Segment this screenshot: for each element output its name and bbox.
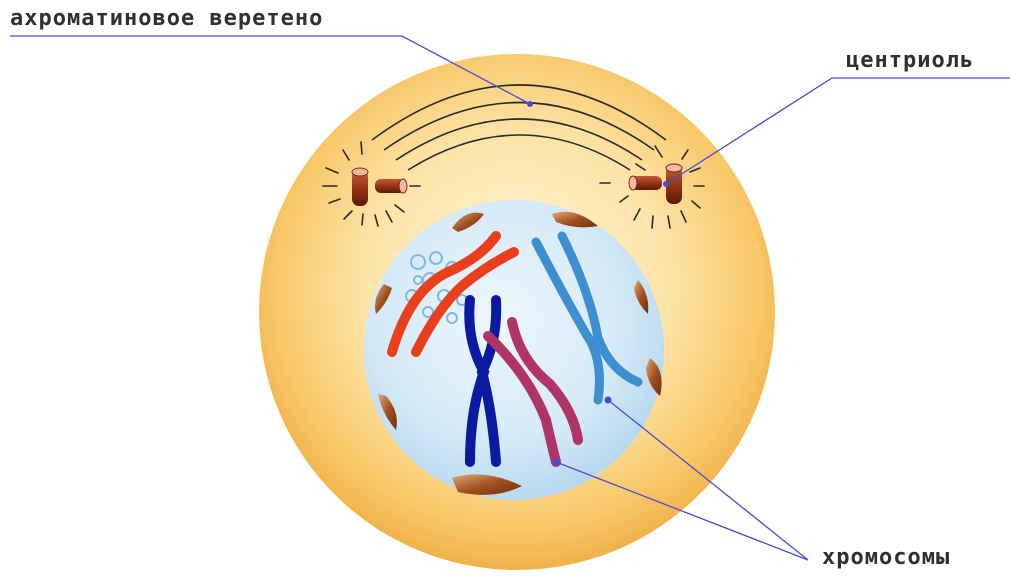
label-centriole: центриоль [846, 48, 974, 73]
label-spindle: ахроматиновое веретено [10, 6, 323, 31]
nucleus [364, 200, 664, 500]
label-chromosomes: хромосомы [822, 545, 950, 570]
